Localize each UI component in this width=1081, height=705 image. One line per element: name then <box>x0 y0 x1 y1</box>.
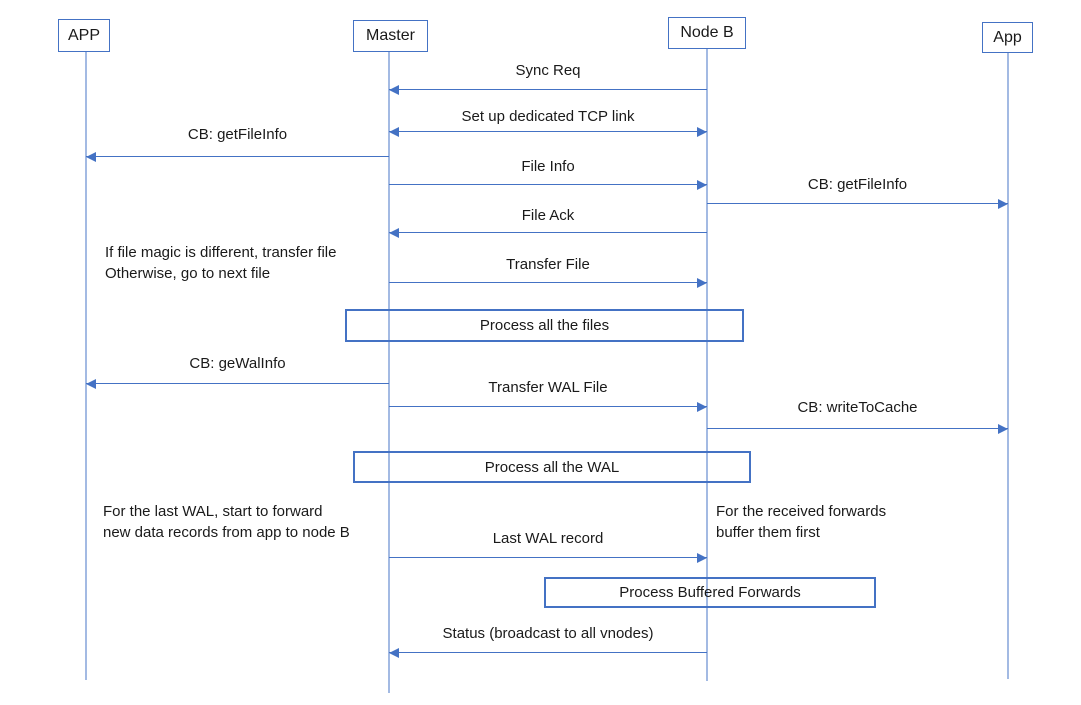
lifeline-master <box>388 52 390 693</box>
note-received-forwards: For the received forwards buffer them fi… <box>716 503 887 541</box>
message-line-cb-writetocache <box>707 428 1008 429</box>
actor-box-app-right: App <box>982 22 1033 53</box>
actor-box-node-b: Node B <box>668 17 746 49</box>
arrowhead-right-last-wal-record <box>697 553 707 563</box>
note-file-magic: If file magic is different, transfer fil… <box>105 244 337 282</box>
arrowhead-right-transfer-wal-file <box>697 402 707 412</box>
arrowhead-left-status-broadcast-to-all-vnodes <box>389 648 399 658</box>
message-line-file-ack <box>389 232 707 233</box>
message-line-sync-req <box>389 89 707 90</box>
message-label-cb-getfileinfo: CB: getFileInfo <box>187 126 288 143</box>
message-line-transfer-wal-file <box>389 406 707 407</box>
message-label-file-info: File Info <box>521 158 575 175</box>
note-last-wal: For the last WAL, start to forward new d… <box>103 503 350 541</box>
arrowhead-left-set-up-dedicated-tcp-link <box>389 127 399 137</box>
actor-label-master: Master <box>366 27 415 44</box>
actor-box-master: Master <box>353 20 428 52</box>
actor-label-app-left: APP <box>67 26 100 44</box>
process-box-label-process-buffered-forwards: Process Buffered Forwards <box>619 584 801 601</box>
message-line-file-info <box>389 184 707 185</box>
message-line-cb-getfileinfo <box>86 156 389 157</box>
message-label-file-ack: File Ack <box>521 207 575 224</box>
arrowhead-right-set-up-dedicated-tcp-link <box>697 127 707 137</box>
message-label-last-wal-record: Last WAL record <box>492 530 604 547</box>
arrowhead-right-file-info <box>697 180 707 190</box>
message-line-set-up-dedicated-tcp-link <box>389 131 707 132</box>
arrowhead-right-transfer-file <box>697 278 707 288</box>
arrowhead-right-cb-writetocache <box>998 424 1008 434</box>
message-label-transfer-wal-file: Transfer WAL File <box>488 379 608 396</box>
process-box-process-all-the-files: Process all the files <box>345 309 744 342</box>
process-box-process-all-the-wal: Process all the WAL <box>353 451 751 483</box>
message-line-status-broadcast-to-all-vnodes <box>389 652 707 653</box>
message-label-cb-getfileinfo: CB: getFileInfo <box>807 176 908 193</box>
arrowhead-left-sync-req <box>389 85 399 95</box>
message-label-status-broadcast-to-all-vnodes: Status (broadcast to all vnodes) <box>442 625 654 642</box>
actor-label-app-right: App <box>993 28 1022 46</box>
process-box-process-buffered-forwards: Process Buffered Forwards <box>544 577 876 608</box>
lifeline-app-right <box>1007 53 1009 679</box>
message-line-cb-getfileinfo <box>707 203 1008 204</box>
actor-box-app-left: APP <box>58 19 110 52</box>
message-line-cb-gewalinfo <box>86 383 389 384</box>
arrowhead-left-file-ack <box>389 228 399 238</box>
arrowhead-left-cb-getfileinfo <box>86 152 96 162</box>
message-line-transfer-file <box>389 282 707 283</box>
process-box-label-process-all-the-wal: Process all the WAL <box>484 458 620 476</box>
message-label-cb-gewalinfo: CB: geWalInfo <box>189 355 286 372</box>
message-label-cb-writetocache: CB: writeToCache <box>797 399 918 416</box>
actor-label-node-b: Node B <box>680 24 734 41</box>
message-label-transfer-file: Transfer File <box>506 256 590 273</box>
message-label-set-up-dedicated-tcp-link: Set up dedicated TCP link <box>461 108 635 125</box>
message-line-last-wal-record <box>389 557 707 558</box>
lifeline-node-b <box>706 49 708 681</box>
process-box-label-process-all-the-files: Process all the files <box>479 317 610 334</box>
arrowhead-right-cb-getfileinfo <box>998 199 1008 209</box>
message-label-sync-req: Sync Req <box>515 62 581 79</box>
arrowhead-left-cb-gewalinfo <box>86 379 96 389</box>
lifeline-app-left <box>85 52 87 680</box>
